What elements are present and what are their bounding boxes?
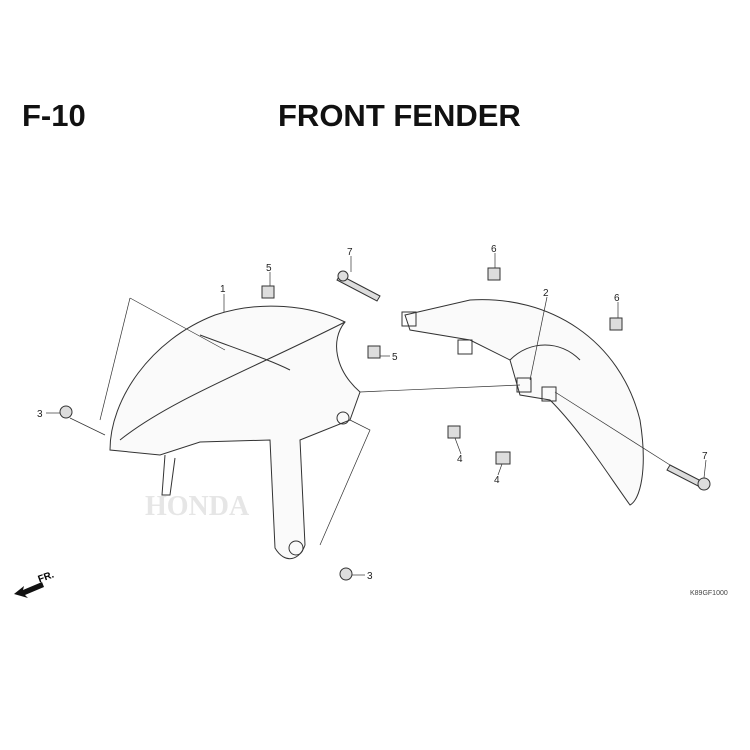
callout-7: 7	[702, 451, 708, 462]
honda-watermark: HONDA	[145, 491, 250, 522]
callout-7: 7	[347, 247, 353, 258]
callout-4: 4	[494, 475, 500, 486]
page-title: FRONT FENDER	[278, 98, 521, 133]
diagram-code: K89GF1000	[690, 590, 728, 597]
callout-4: 4	[457, 454, 463, 465]
section-number: F-10	[22, 98, 86, 133]
callout-1: 1	[220, 284, 226, 295]
fasteners	[59, 267, 711, 581]
callout-5: 5	[266, 263, 272, 274]
callout-3: 3	[367, 571, 373, 582]
callout-5: 5	[392, 352, 398, 363]
inner-fender-part[interactable]	[401, 299, 644, 506]
arrow-front-icon	[14, 582, 44, 598]
callout-2: 2	[543, 288, 549, 299]
callout-6: 6	[491, 244, 497, 255]
callout-3: 3	[37, 409, 43, 420]
front-fender-part[interactable]: HONDA	[109, 305, 361, 559]
callout-6: 6	[614, 293, 620, 304]
